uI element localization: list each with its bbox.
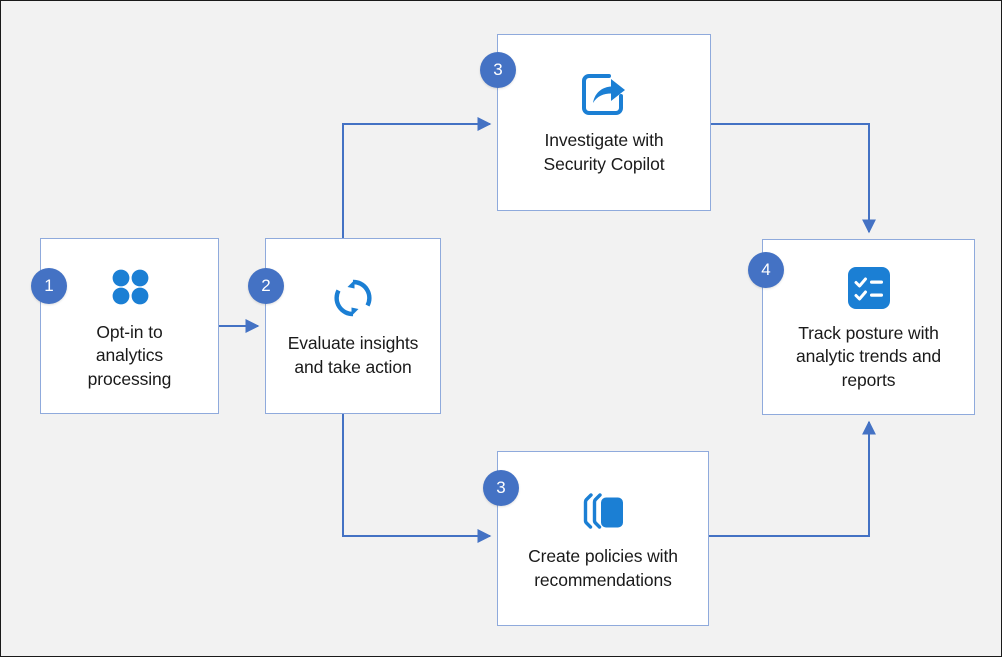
step-badge-2: 2 xyxy=(248,268,284,304)
sync-refresh-icon xyxy=(329,272,377,324)
node-create-policies[interactable]: Create policies with recommendations xyxy=(497,451,709,626)
checklist-icon xyxy=(846,262,892,314)
step-badge-4: 4 xyxy=(748,252,784,288)
node-label-evaluate-insights: Evaluate insights and take action xyxy=(287,333,419,377)
step-badge-1: 1 xyxy=(31,268,67,304)
connector-evaluate-to-investigate xyxy=(342,117,492,238)
node-label-track-posture: Track posture with analytic trends and r… xyxy=(796,322,941,390)
connector-investigate-to-track xyxy=(711,123,876,234)
node-label-opt-in: Opt-in to analytics processing xyxy=(87,321,172,389)
four-dots-grid-icon xyxy=(107,261,153,313)
node-label-investigate-copilot: Investigate with Security Copilot xyxy=(543,129,665,174)
node-track-posture[interactable]: Track posture with analytic trends and r… xyxy=(762,239,975,415)
step-badge-3-investigate: 3 xyxy=(480,52,516,88)
node-investigate-copilot[interactable]: Investigate with Security Copilot xyxy=(497,34,711,211)
connector-create-policies-to-track xyxy=(709,420,876,537)
node-opt-in[interactable]: Opt-in to analytics processing xyxy=(40,238,219,414)
connector-evaluate-to-create-policies xyxy=(342,414,492,543)
node-evaluate-insights[interactable]: Evaluate insights and take action xyxy=(265,238,441,414)
step-badge-3-create-policies: 3 xyxy=(483,470,519,506)
share-external-icon xyxy=(579,69,629,121)
node-label-create-policies: Create policies with recommendations xyxy=(528,545,678,590)
stacked-layers-icon xyxy=(578,485,628,537)
